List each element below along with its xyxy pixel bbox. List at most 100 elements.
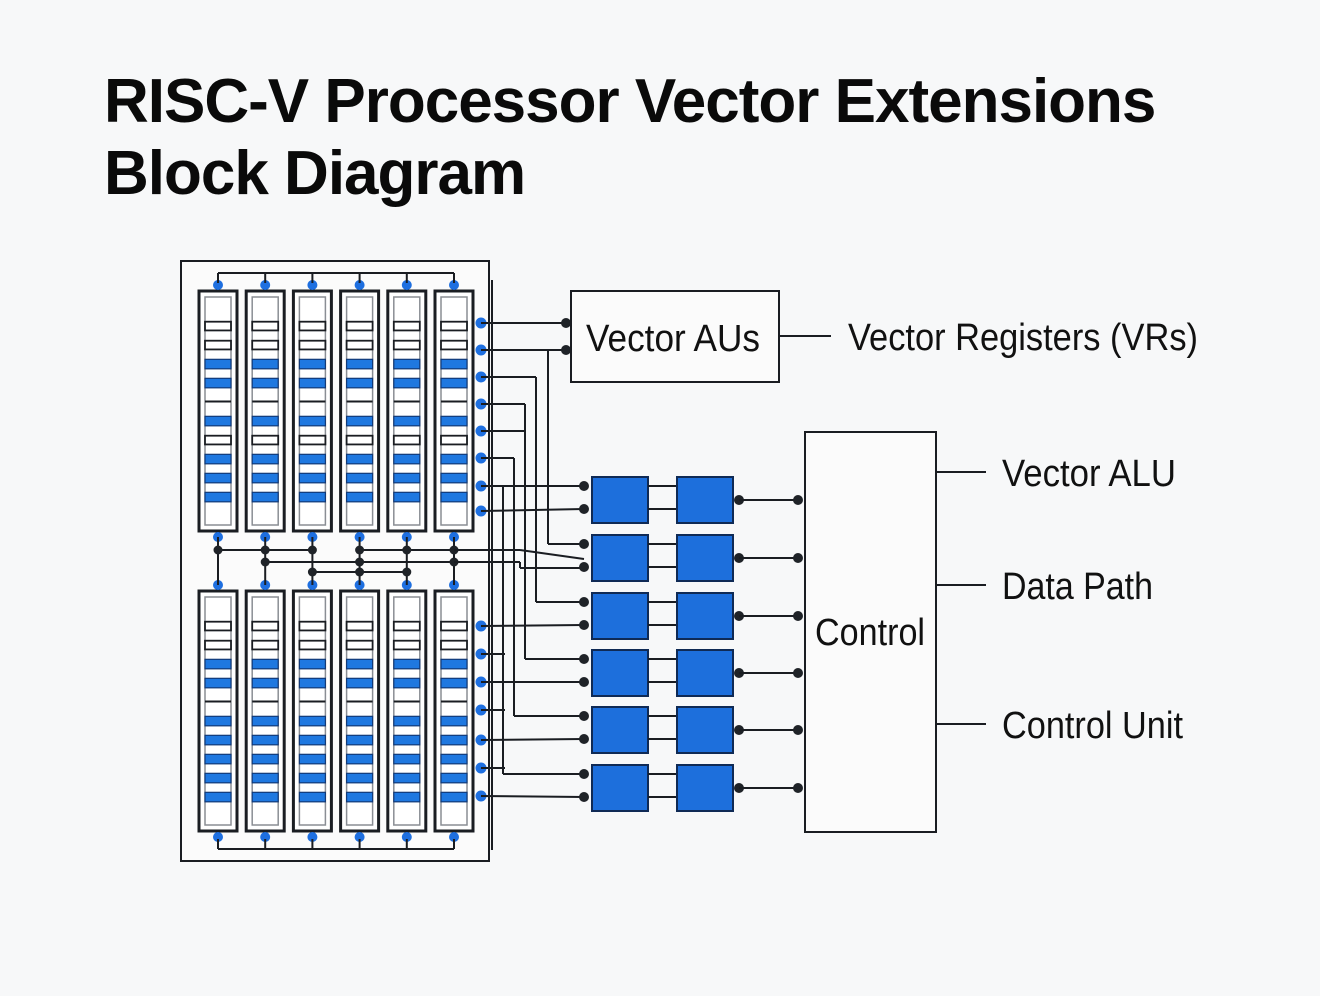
- register-bank-1: [197, 280, 475, 542]
- register-slot-active: [346, 772, 374, 784]
- register-slot-empty: [204, 320, 232, 332]
- bus-junction-dot: [307, 567, 317, 577]
- register-column-inner: [204, 296, 232, 526]
- register-port-dot: [401, 280, 412, 290]
- wire-direct-feed: [480, 508, 585, 512]
- register-slot-active: [204, 377, 232, 389]
- register-slot-active: [440, 415, 468, 427]
- register-slot-active: [346, 734, 374, 746]
- register-slot-active: [346, 377, 374, 389]
- register-slot-active: [251, 791, 279, 803]
- page-title: RISC-V Processor Vector Extensions Block…: [104, 66, 1156, 210]
- register-slot-active: [440, 377, 468, 389]
- pipeline-stage-2-block: [676, 476, 734, 524]
- vector-register-column: [339, 280, 381, 542]
- register-slot-active: [346, 472, 374, 484]
- annotation-control-unit: Control Unit: [1002, 705, 1183, 747]
- annotation-data-path: Data Path: [1002, 566, 1153, 608]
- register-port-dot: [354, 832, 365, 842]
- register-slot-empty: [251, 339, 280, 351]
- pipeline-input-dot: [579, 677, 589, 687]
- register-slot-empty: [440, 639, 468, 651]
- register-slot-active: [393, 377, 421, 389]
- register-slot-active: [298, 715, 326, 727]
- annotation-vector-registers: Vector Registers (VRs): [848, 317, 1198, 359]
- pipeline-stage-1-block: [591, 592, 649, 640]
- register-slot-empty: [392, 620, 421, 632]
- wire-direct-feed: [480, 795, 585, 798]
- control-box: Control: [804, 431, 937, 833]
- register-slot-active: [440, 791, 468, 803]
- register-slot-empty: [345, 620, 374, 632]
- register-slot-active: [204, 753, 232, 765]
- title-line-2: Block Diagram: [104, 139, 526, 208]
- register-slot-active: [440, 753, 468, 765]
- control-input-dot: [793, 668, 803, 678]
- register-slot-empty: [440, 339, 468, 351]
- register-slot-active: [298, 772, 326, 784]
- register-slot-active: [393, 791, 421, 803]
- register-slot-empty: [345, 639, 374, 651]
- register-slot-empty: [251, 620, 280, 632]
- register-column-inner: [204, 596, 232, 826]
- wire-mid-feed: [519, 549, 585, 560]
- bus-junction-dot: [355, 557, 365, 567]
- alu-pipeline: [579, 476, 803, 812]
- register-slot-active: [204, 734, 232, 746]
- register-slot-empty: [298, 339, 327, 351]
- pipeline-stage-1-block: [591, 476, 649, 524]
- pipeline-input-dot: [579, 734, 589, 744]
- pipeline-input-dot: [579, 711, 589, 721]
- register-slot-active: [346, 358, 374, 370]
- vector-alus-box: Vector AUs: [570, 290, 780, 383]
- vector-register-column: [244, 580, 286, 842]
- register-slot-empty: [298, 320, 327, 332]
- vector-register-column: [433, 280, 475, 542]
- register-slot-active: [204, 791, 232, 803]
- wire-direct-feed: [480, 738, 585, 741]
- register-slot-active: [440, 715, 468, 727]
- register-slot-active: [251, 377, 279, 389]
- register-slot-active: [298, 658, 326, 670]
- register-slot-empty: [392, 320, 421, 332]
- register-slot-active: [251, 753, 279, 765]
- vector-register-column: [291, 580, 333, 842]
- register-slot-active: [393, 358, 421, 370]
- register-slot-active: [346, 491, 374, 503]
- valu-input-dot: [561, 318, 571, 328]
- vector-alus-label: Vector AUs: [586, 318, 760, 360]
- register-slot-active: [204, 358, 232, 370]
- title-line-1: RISC-V Processor Vector Extensions: [104, 67, 1156, 136]
- pipeline-input-dot: [579, 562, 589, 572]
- register-slot-active: [440, 772, 468, 784]
- register-port-dot: [307, 280, 318, 290]
- valu-input-dot: [561, 345, 571, 355]
- bus-junction-dot: [355, 567, 365, 577]
- register-column-inner: [298, 596, 327, 826]
- pipeline-stage-2-block: [676, 592, 734, 640]
- register-port-dot: [260, 832, 271, 842]
- register-slot-active: [251, 358, 279, 370]
- register-slot-empty: [204, 639, 232, 651]
- register-slot-active: [346, 453, 374, 465]
- pipeline-stage-2-block: [676, 649, 734, 697]
- register-slot-active: [393, 453, 421, 465]
- annotation-vector-alu: Vector ALU: [1002, 453, 1176, 495]
- register-slot-active: [251, 415, 279, 427]
- register-slot-active: [251, 472, 279, 484]
- register-column-inner: [345, 596, 374, 826]
- register-slot-empty: [204, 434, 232, 446]
- register-slot-empty: [204, 620, 232, 632]
- register-column-inner: [393, 296, 421, 526]
- control-input-dot: [793, 553, 803, 563]
- register-slot-active: [440, 491, 468, 503]
- register-slot-active: [346, 753, 374, 765]
- register-column-inner: [440, 296, 468, 526]
- pipeline-stage-2-block: [676, 706, 734, 754]
- register-column-inner: [251, 596, 279, 826]
- pipeline-stage-1-block: [591, 764, 649, 812]
- pipeline-input-dot: [579, 481, 589, 491]
- register-bank-2: [197, 580, 475, 842]
- register-column-inner: [393, 596, 421, 826]
- bus-junction-dot: [307, 545, 317, 555]
